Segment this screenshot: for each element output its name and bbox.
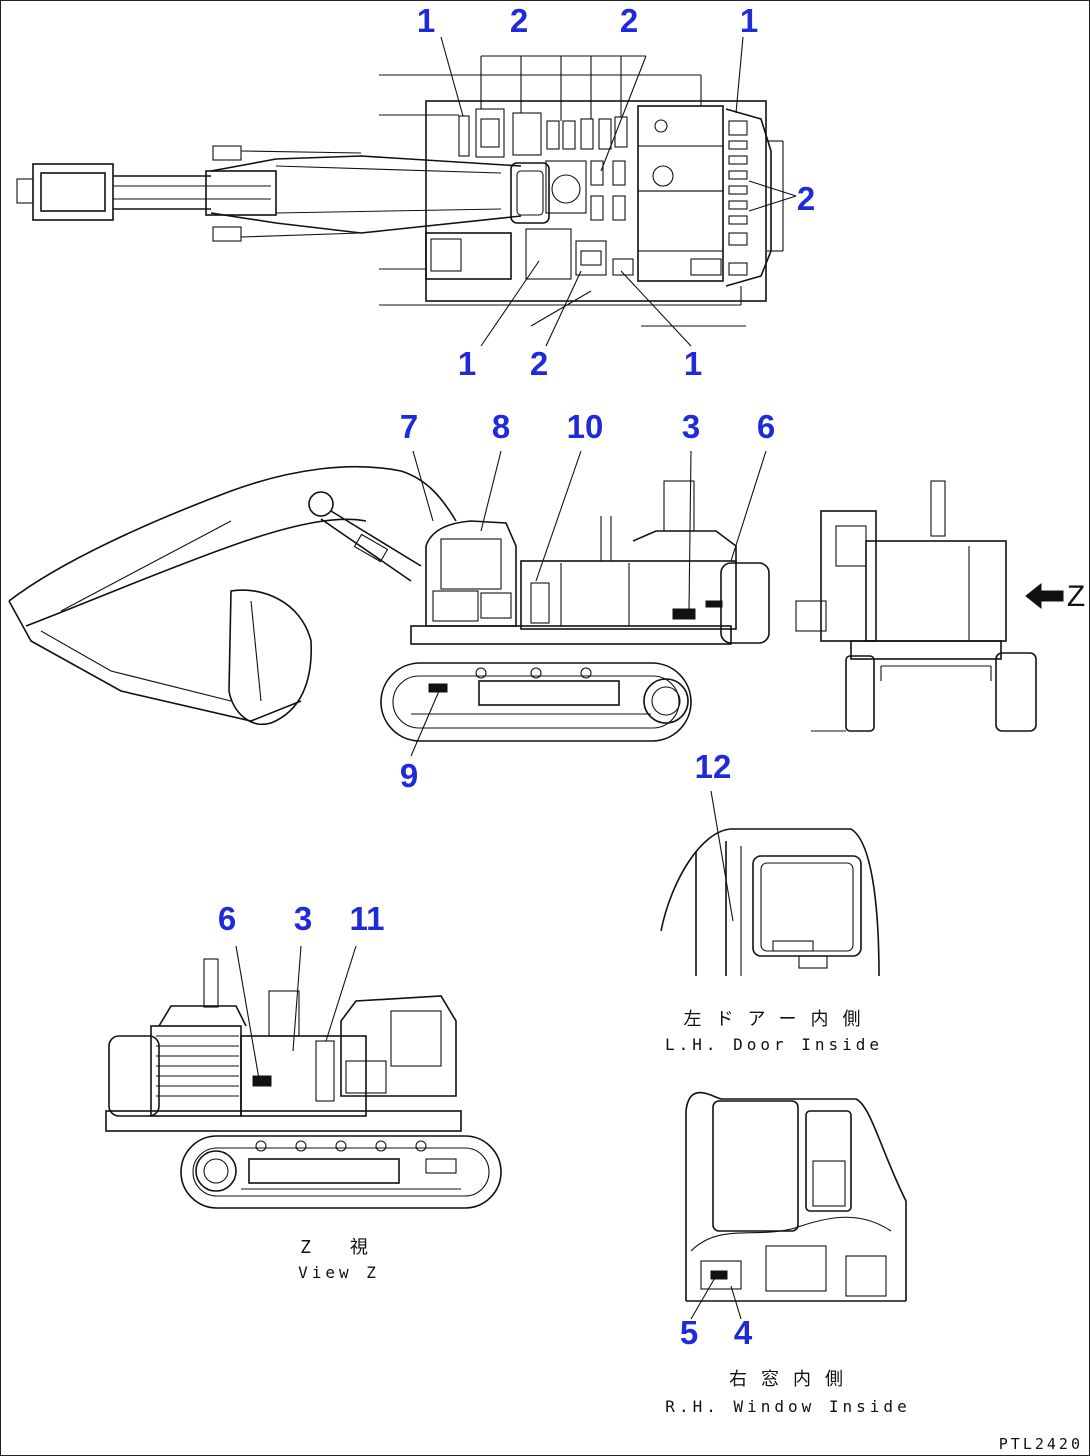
view-arrow-label: Z — [1066, 580, 1086, 613]
callout-top-1a: 1 — [416, 2, 436, 39]
side-view-drawing — [8, 450, 770, 757]
caption-rh-window-en: R.H. Window Inside — [665, 1397, 911, 1416]
drawing-number: PTL2420 — [998, 1435, 1083, 1453]
top-view-drawing — [16, 36, 797, 347]
callout-rear-6: 6 — [217, 900, 237, 937]
lh-door-drawing — [660, 790, 880, 977]
caption-rh-window-jp: 右窓内側 — [729, 1369, 857, 1390]
caption-lh-door-en: L.H. Door Inside — [664, 1035, 884, 1054]
callout-side-3: 3 — [681, 408, 701, 445]
caption-view-z-jp: Z 視 — [300, 1237, 382, 1258]
callout-top-2c: 2 — [796, 180, 816, 217]
callout-top-1c: 1 — [457, 345, 477, 382]
callout-rear-3: 3 — [293, 900, 313, 937]
callout-door-12: 12 — [694, 748, 732, 785]
callout-side-10: 10 — [566, 408, 604, 445]
caption-view-z-en: View Z — [298, 1263, 380, 1282]
callout-side-6: 6 — [756, 408, 776, 445]
callout-side-9: 9 — [399, 757, 419, 794]
callout-top-1b: 1 — [739, 2, 759, 39]
rh-window-drawing — [685, 1091, 907, 1320]
callout-top-2a: 2 — [509, 2, 529, 39]
callout-side-7: 7 — [399, 408, 419, 445]
callout-rear-11: 11 — [349, 900, 385, 937]
callout-top-1d: 1 — [683, 345, 703, 382]
callout-side-8: 8 — [491, 408, 511, 445]
callout-window-5: 5 — [679, 1314, 699, 1351]
callout-top-2b: 2 — [619, 2, 639, 39]
view-z-drawing — [105, 945, 502, 1209]
caption-lh-door-jp: 左ドアー内側 — [683, 1009, 875, 1030]
callout-top-2d: 2 — [529, 345, 549, 382]
callout-window-4: 4 — [733, 1314, 753, 1351]
rear-view-drawing — [795, 480, 1064, 732]
